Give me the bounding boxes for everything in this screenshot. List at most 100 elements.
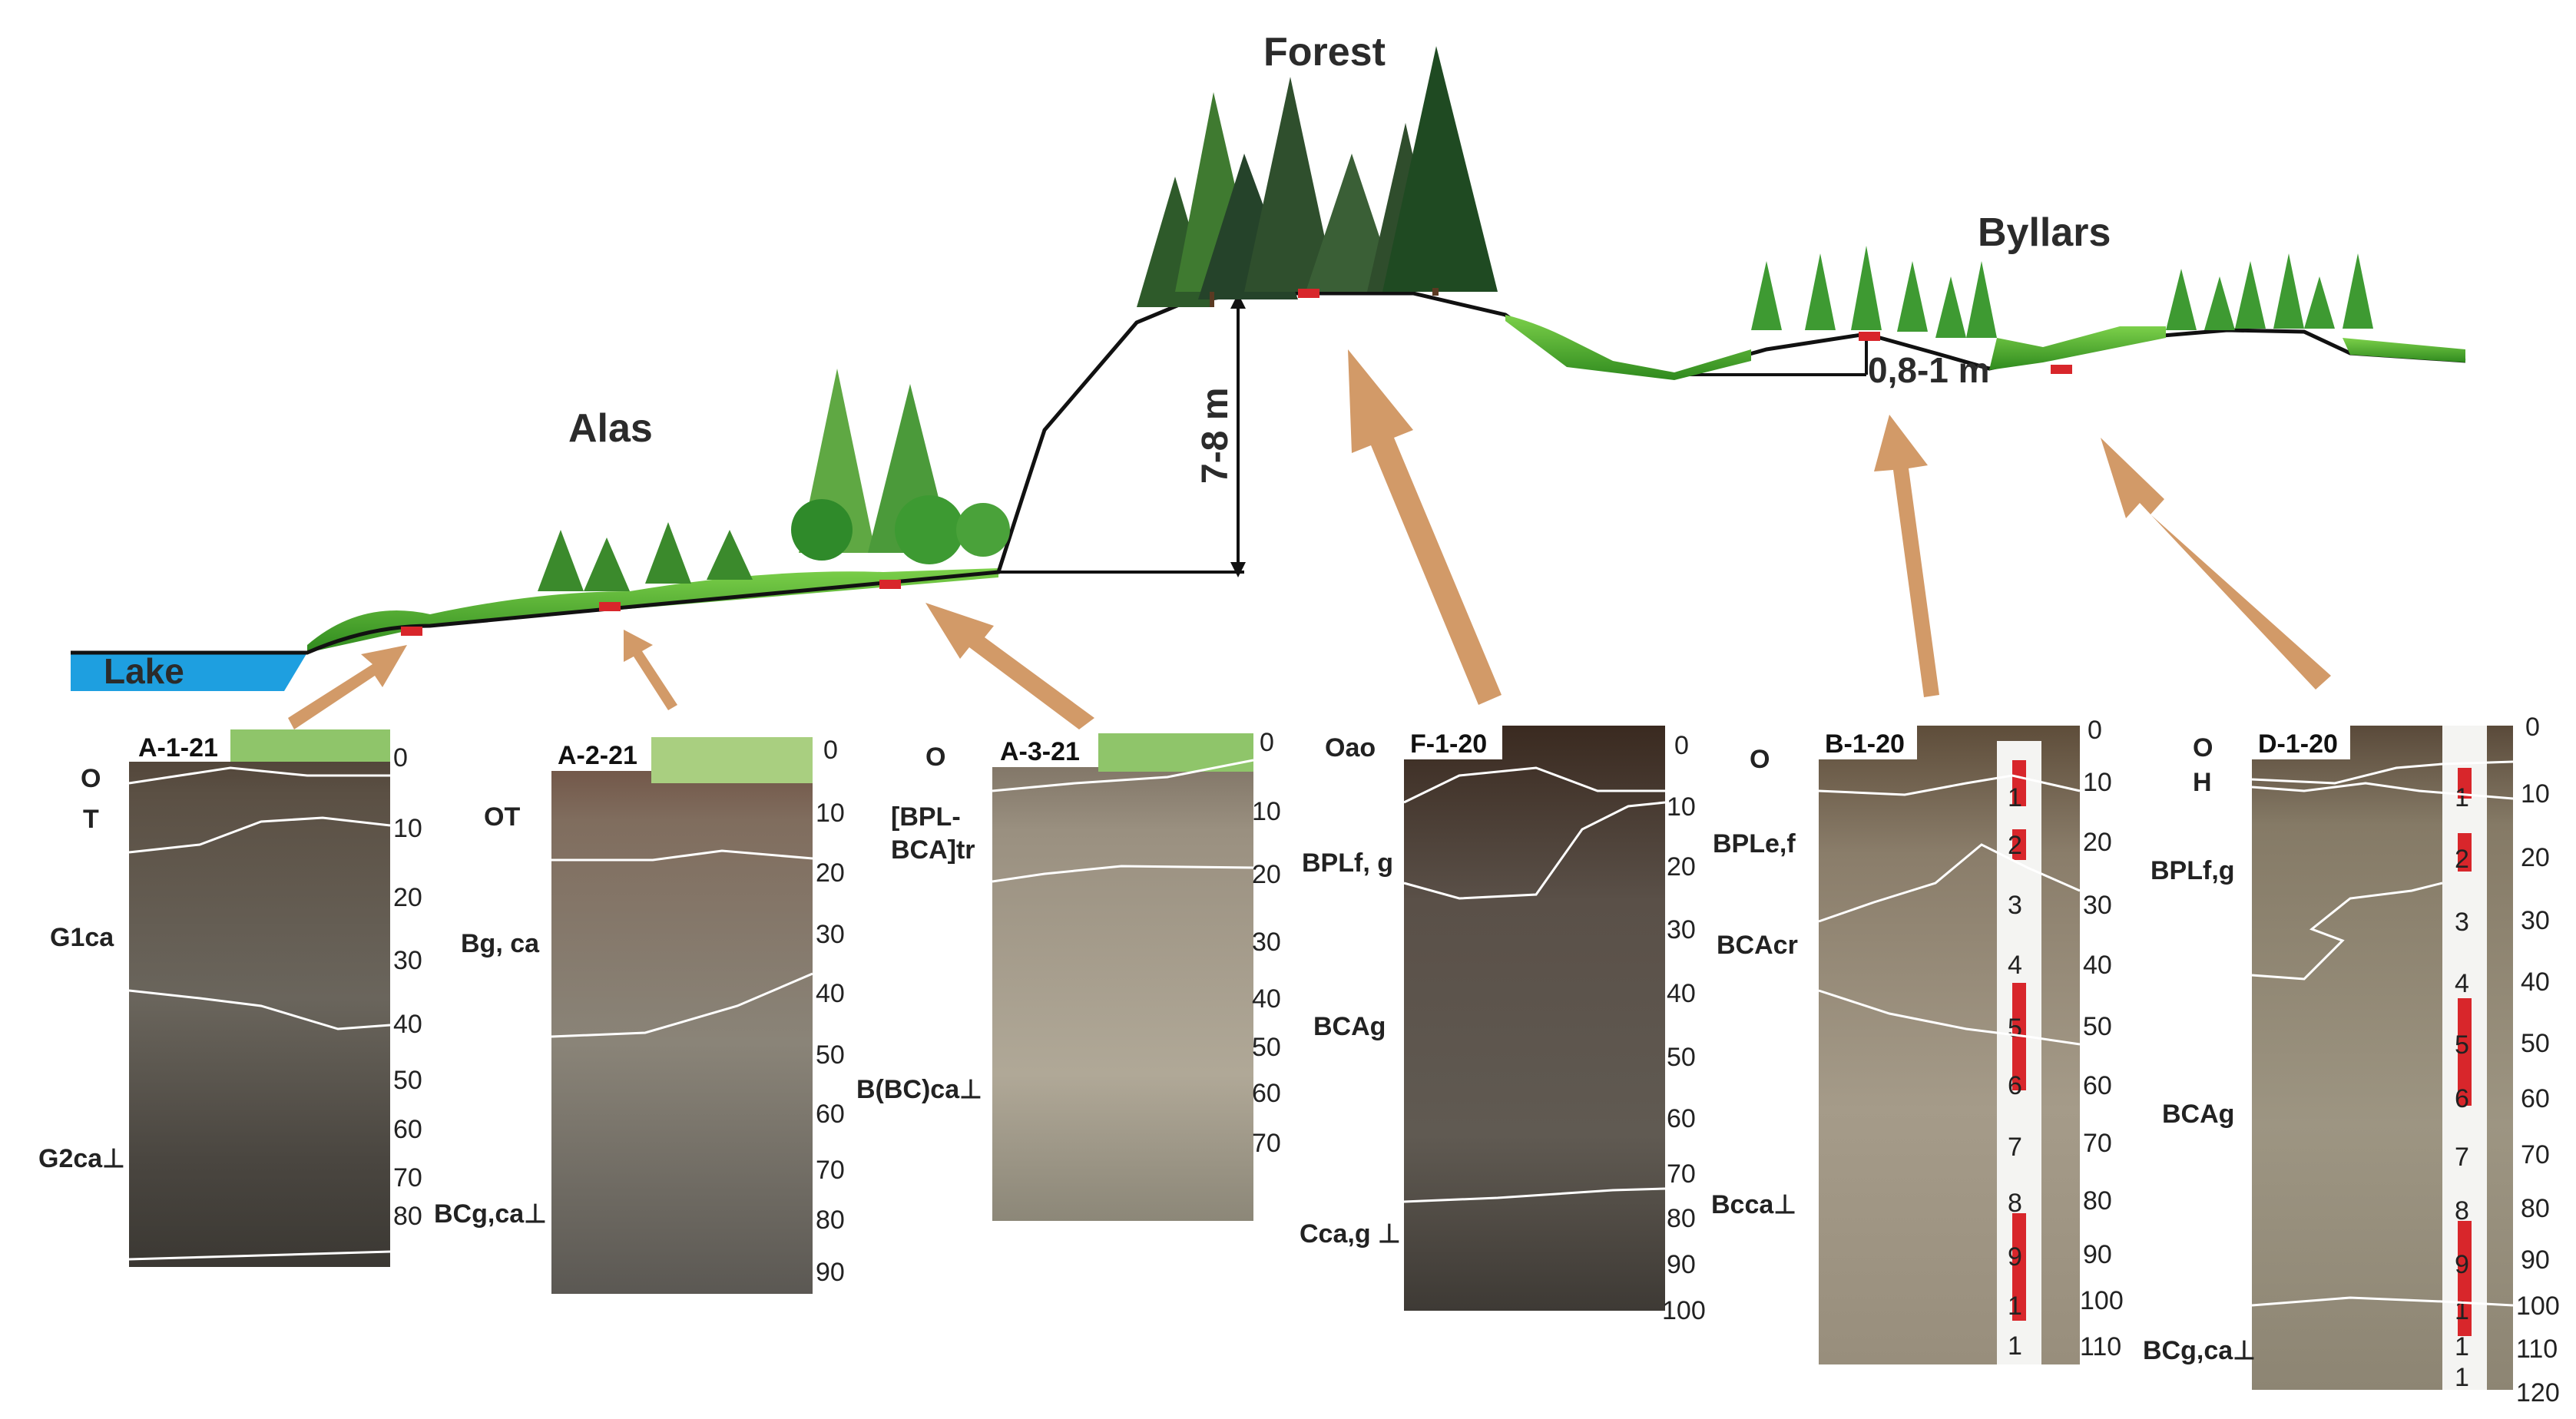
svg-text:4: 4 [2008,951,2022,980]
horizon-label: BCAg [1313,1012,1386,1041]
svg-text:100: 100 [2516,1292,2560,1321]
profile-f-1-20: F-1-20 Oao BPLf, g BCAg Cca,g ⊥ 0 10 20 … [1300,726,1706,1325]
svg-text:50: 50 [2083,1012,2112,1041]
svg-text:120: 120 [2516,1378,2560,1407]
svg-text:0: 0 [1260,728,1274,757]
svg-text:1: 1 [2008,1331,2022,1361]
byllar-grass-right [2343,338,2465,362]
arrowhead-bottom [1230,562,1246,577]
horizon-label: BCg,ca⊥ [434,1199,547,1229]
svg-text:40: 40 [2083,951,2112,980]
svg-text:80: 80 [2521,1194,2550,1223]
svg-text:40: 40 [393,1010,422,1039]
svg-text:50: 50 [393,1066,422,1095]
svg-text:10: 10 [1667,792,1696,822]
svg-text:100: 100 [2080,1286,2124,1315]
svg-text:40: 40 [816,979,845,1008]
svg-text:6: 6 [2455,1084,2469,1113]
profile-id: F-1-20 [1410,729,1487,759]
svg-text:90: 90 [1667,1250,1696,1279]
svg-text:0: 0 [1674,731,1689,760]
svg-text:1: 1 [2455,1332,2469,1361]
horizon-label: Bg, ca [461,929,540,958]
horizon-label: BPLf,g [2151,856,2235,885]
svg-text:10: 10 [2521,779,2550,809]
profile-a-3-21: A-3-21 O [BPL- BCA]tr B(BC)ca⊥ 0 10 20 3… [856,728,1281,1221]
svg-text:60: 60 [2083,1071,2112,1100]
forest-label: Forest [1263,30,1386,74]
svg-text:80: 80 [816,1206,845,1235]
svg-text:10: 10 [816,799,845,828]
svg-text:10: 10 [393,814,422,843]
svg-text:110: 110 [2516,1335,2558,1364]
profile-a-1-21: A-1-21 O T G1ca G2ca⊥ 0 10 20 30 40 50 6… [38,729,422,1267]
forest-height-label: 7-8 m [1195,388,1236,484]
byllar-grass-left [1505,315,1751,380]
horizon-label: BCA]tr [891,835,975,865]
profile-a-2-21: A-2-21 OT Bg, ca BCg,ca⊥ 0 10 20 30 40 5… [434,736,845,1294]
svg-text:3: 3 [2455,908,2469,937]
site-markers [401,289,2072,636]
horizon-label: BCAg [2162,1100,2234,1129]
svg-text:50: 50 [1252,1033,1281,1062]
svg-text:30: 30 [2521,906,2550,935]
byllar-height-label: 0,8-1 m [1868,350,1990,390]
horizon-label: B(BC)ca⊥ [856,1075,982,1104]
horizon-label: G2ca⊥ [38,1144,125,1173]
svg-text:1: 1 [2008,783,2022,812]
svg-text:2: 2 [2008,831,2022,860]
profile-id: D-1-20 [2258,729,2338,759]
svg-text:60: 60 [393,1115,422,1144]
svg-text:3: 3 [2008,891,2022,920]
horizon-label: [BPL- [891,802,961,832]
horizon-label: BCAcr [1717,931,1798,960]
svg-text:4: 4 [2455,969,2469,998]
svg-text:30: 30 [393,946,422,975]
svg-text:70: 70 [2083,1129,2112,1158]
profile-id: B-1-20 [1825,729,1905,759]
svg-text:30: 30 [1667,915,1696,944]
byllars-label: Byllars [1978,210,2111,255]
profile-id: A-3-21 [1000,737,1080,766]
lake-label: Lake [104,651,184,691]
profile-id: A-2-21 [558,741,637,770]
svg-text:9: 9 [2455,1250,2469,1279]
measuring-ruler: 1 2 3 4 5 6 7 8 9 1 1 [1997,741,2041,1364]
svg-text:80: 80 [2083,1186,2112,1216]
svg-text:20: 20 [2083,828,2112,857]
svg-text:50: 50 [816,1040,845,1070]
svg-text:9: 9 [2008,1242,2022,1272]
horizon-label: O [925,743,945,772]
svg-text:90: 90 [2521,1245,2550,1275]
horizon-label: Cca,g ⊥ [1300,1219,1401,1249]
svg-text:40: 40 [1667,979,1696,1008]
svg-text:0: 0 [823,736,838,765]
svg-text:40: 40 [2521,968,2550,997]
svg-text:5: 5 [2008,1014,2022,1043]
arrowhead-top [1230,293,1246,309]
horizon-label: OT [484,802,520,832]
svg-text:0: 0 [2088,716,2102,745]
svg-text:60: 60 [1667,1104,1696,1133]
svg-text:90: 90 [2083,1240,2112,1269]
depth-scale: 0 10 20 30 40 50 60 70 80 90 [816,736,845,1287]
svg-text:1: 1 [2455,1363,2469,1392]
horizon-label: O [2193,733,2213,762]
svg-text:70: 70 [816,1156,845,1185]
depth-scale: 0 10 20 30 40 50 60 70 [1252,728,1281,1158]
svg-text:20: 20 [393,883,422,912]
svg-text:10: 10 [1252,797,1281,826]
terrain-profile [71,291,2466,655]
byllar-grass-mid [1989,326,2166,370]
svg-text:5: 5 [2455,1030,2469,1060]
horizon-label: Bcca⊥ [1711,1190,1796,1219]
depth-scale: 0 10 20 30 40 50 60 70 80 90 100 110 120 [2516,713,2560,1407]
svg-text:8: 8 [2008,1189,2022,1218]
svg-text:70: 70 [1252,1129,1281,1158]
profile-d-1-20: D-1-20 1 2 3 4 5 6 7 8 9 1 1 1 O H BPLf,… [2143,713,2560,1407]
svg-text:50: 50 [2521,1029,2550,1058]
profile-b-1-20: B-1-20 1 2 3 4 5 6 7 8 9 1 1 O BPLe,f BC… [1711,716,2124,1364]
svg-text:70: 70 [393,1163,422,1192]
svg-text:90: 90 [816,1258,845,1287]
horizon-label: BPLf, g [1302,848,1393,878]
